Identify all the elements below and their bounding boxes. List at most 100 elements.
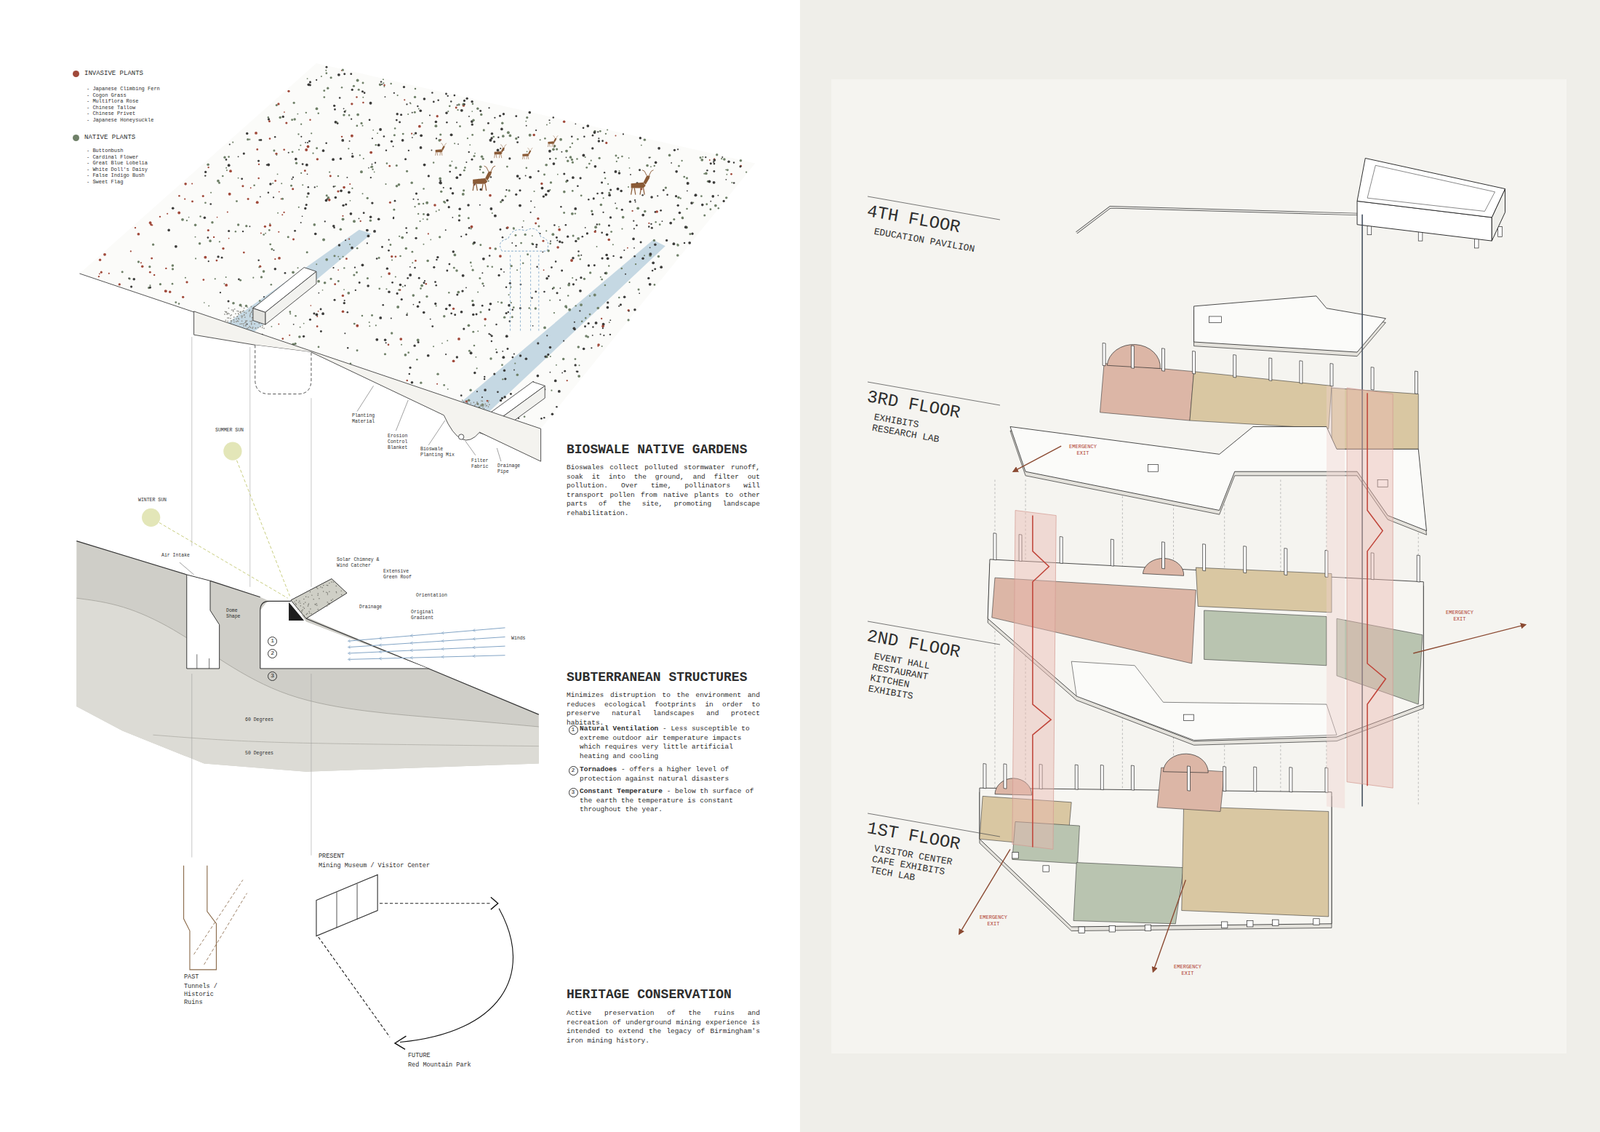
plant-dot [552,286,555,289]
plant-dot [203,301,206,304]
plant-dot [480,113,483,116]
plant-dot [288,152,290,154]
plant-dot [544,193,548,197]
plant-dot [514,245,517,247]
leader-line [496,448,502,462]
plant-dot [305,163,309,167]
plant-dot [596,245,598,248]
plant-dot [256,148,259,151]
plant-dot [612,243,614,246]
plant-dot [345,257,348,260]
plant-dot [589,271,592,274]
plant-dot [315,107,319,111]
plant-dot [361,263,365,267]
room-area [1071,661,1337,740]
antler [648,170,654,176]
plant-dot [579,258,582,260]
plant-dot [468,349,471,352]
plant-dot [523,415,526,418]
floor-plate [1194,296,1387,352]
plant-dot [694,193,698,197]
plant-dot [509,264,512,267]
plant-dot [171,207,175,211]
plant-dot [479,204,481,206]
plant-dot [458,218,461,222]
plant-dot [306,250,309,254]
plant-dot [482,400,484,403]
plant-dot [300,136,302,138]
plant-dot [413,96,416,99]
plant-dot [628,310,630,312]
plant-dot [445,199,448,202]
plant-dot [251,328,254,330]
wall [1330,363,1334,387]
plant-dot [470,100,473,103]
plant-dot [438,177,442,181]
plant-dot [366,242,368,244]
plant-dot [356,247,359,250]
plant-dot [325,194,328,197]
plant-dot [562,357,565,360]
plant-dot [472,241,476,245]
plant-dot [214,277,216,280]
plant-dot [269,137,272,140]
plant-dot [701,203,704,207]
plant-dot [501,355,505,359]
plant-dot [470,265,472,267]
plant-dot [654,161,658,165]
plant-dot [479,168,481,171]
plant-dot [550,266,553,269]
plant-dot [395,184,398,187]
plant-dot [678,211,682,215]
plant-dot [229,169,232,173]
plant-dot [506,130,510,134]
plant-dot [342,113,345,116]
plant-dot [202,194,205,198]
plant-dot [394,200,397,203]
plant-dot [237,313,240,315]
rain-line [520,255,521,332]
plant-dot [571,161,574,164]
plant-dot [692,201,694,203]
plant-dot [458,214,461,217]
plant-dot [416,305,420,309]
plant-dot [268,120,271,123]
plant-dot [370,176,372,179]
plant-dot [638,292,640,294]
plant-dot [419,133,423,137]
plant-dot [465,400,467,402]
plant-dot [633,227,635,230]
plant-dot [483,388,487,392]
plant-dot [596,192,599,195]
animal-leg [525,156,528,160]
plant-dot [218,240,221,243]
plant-dot [405,103,408,105]
plant-dot [592,325,594,328]
plant-dot [358,281,361,284]
animal [494,144,507,159]
plant-dot [463,400,465,403]
leader-line [395,400,408,431]
plant-dot [278,191,280,193]
plant-dot [549,181,552,184]
plant-dot [290,178,293,180]
animal-leg [498,154,501,158]
plant-dot [648,225,651,228]
plant-dot [423,97,427,101]
plant-dot [251,319,254,321]
plant-dot [651,269,654,272]
animal-head [501,147,505,153]
plant-dot [407,113,409,115]
plant-dot [230,314,232,316]
plant-dot [231,309,233,311]
plant-dot [594,230,597,233]
plant-dot [528,111,531,114]
plant-dot [457,103,460,106]
plant-dot [378,83,382,86]
plant-dot [468,151,470,153]
plant-dot [473,401,475,403]
gravel-dot [328,582,330,584]
plant-dot [437,98,440,102]
plant-dot [725,178,728,181]
plant-dot [488,308,491,311]
